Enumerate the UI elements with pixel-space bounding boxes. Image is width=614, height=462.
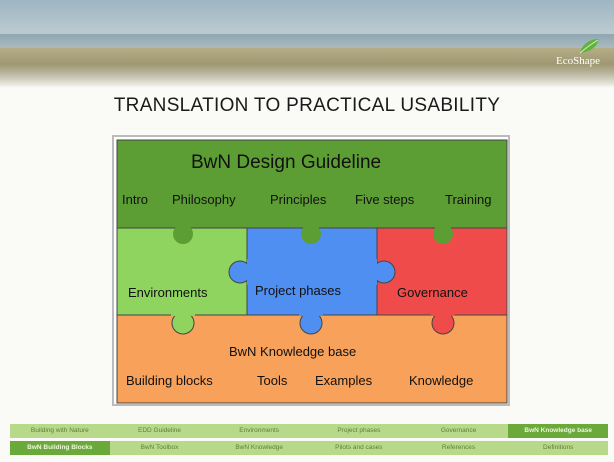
guideline-item-five-steps: Five steps bbox=[355, 192, 415, 207]
guideline-item-training: Training bbox=[445, 192, 492, 207]
nav-item-edd-guideline[interactable]: EDD Guideline bbox=[138, 427, 181, 434]
puzzle-diagram: BwN Design Guideline Intro Philosophy Pr… bbox=[112, 135, 510, 406]
logo-text: EcoShape bbox=[556, 55, 600, 67]
nav-item-bwn-building-blocks[interactable]: BwN Building Blocks bbox=[10, 441, 110, 455]
nav-item-project-phases[interactable]: Project phases bbox=[337, 427, 381, 434]
nav-item-governance[interactable]: Governance bbox=[440, 427, 477, 434]
nav-item-definitions[interactable]: Definitions bbox=[543, 444, 574, 451]
puzzle-graphic bbox=[116, 139, 508, 404]
slide-title: TRANSLATION TO PRACTICAL USABILITY bbox=[113, 95, 501, 116]
bottom-navigation: Building with Nature EDD Guideline Envir… bbox=[10, 424, 609, 460]
knowledge-title: BwN Knowledge base bbox=[229, 344, 357, 359]
guideline-item-principles: Principles bbox=[270, 192, 327, 207]
ecoshape-logo: EcoShape bbox=[556, 38, 608, 68]
knowledge-item-building-blocks: Building blocks bbox=[126, 373, 213, 388]
guideline-item-philosophy: Philosophy bbox=[172, 192, 236, 207]
nav-item-pilots-and-cases[interactable]: Pilots and cases bbox=[335, 444, 383, 451]
guideline-piece bbox=[116, 139, 508, 229]
nav-item-references[interactable]: References bbox=[441, 444, 476, 451]
nav-item-bwn-knowledge-base[interactable]: BwN Knowledge base bbox=[508, 424, 609, 438]
nav-item-bwn-knowledge[interactable]: BwN Knowledge bbox=[235, 444, 284, 451]
header-banner-image: EcoShape bbox=[0, 0, 614, 88]
guideline-title: BwN Design Guideline bbox=[191, 152, 382, 173]
nav-item-building-with-nature[interactable]: Building with Nature bbox=[30, 427, 89, 434]
guideline-item-intro: Intro bbox=[122, 192, 149, 207]
leaf-icon bbox=[579, 39, 599, 54]
knowledge-item-examples: Examples bbox=[315, 373, 373, 388]
knowledge-item-tools: Tools bbox=[257, 373, 288, 388]
nav-row-primary: Building with Nature EDD Guideline Envir… bbox=[10, 424, 609, 438]
knowledge-item-knowledge: Knowledge bbox=[409, 373, 474, 388]
nav-row-secondary: BwN Building Blocks BwN Toolbox BwN Know… bbox=[10, 441, 608, 455]
governance-label: Governance bbox=[397, 285, 468, 300]
nav-item-environments[interactable]: Environments bbox=[239, 427, 280, 434]
environments-label: Environments bbox=[128, 285, 208, 300]
nav-item-bwn-toolbox[interactable]: BwN Toolbox bbox=[140, 444, 179, 451]
project-phases-label: Project phases bbox=[255, 283, 341, 298]
